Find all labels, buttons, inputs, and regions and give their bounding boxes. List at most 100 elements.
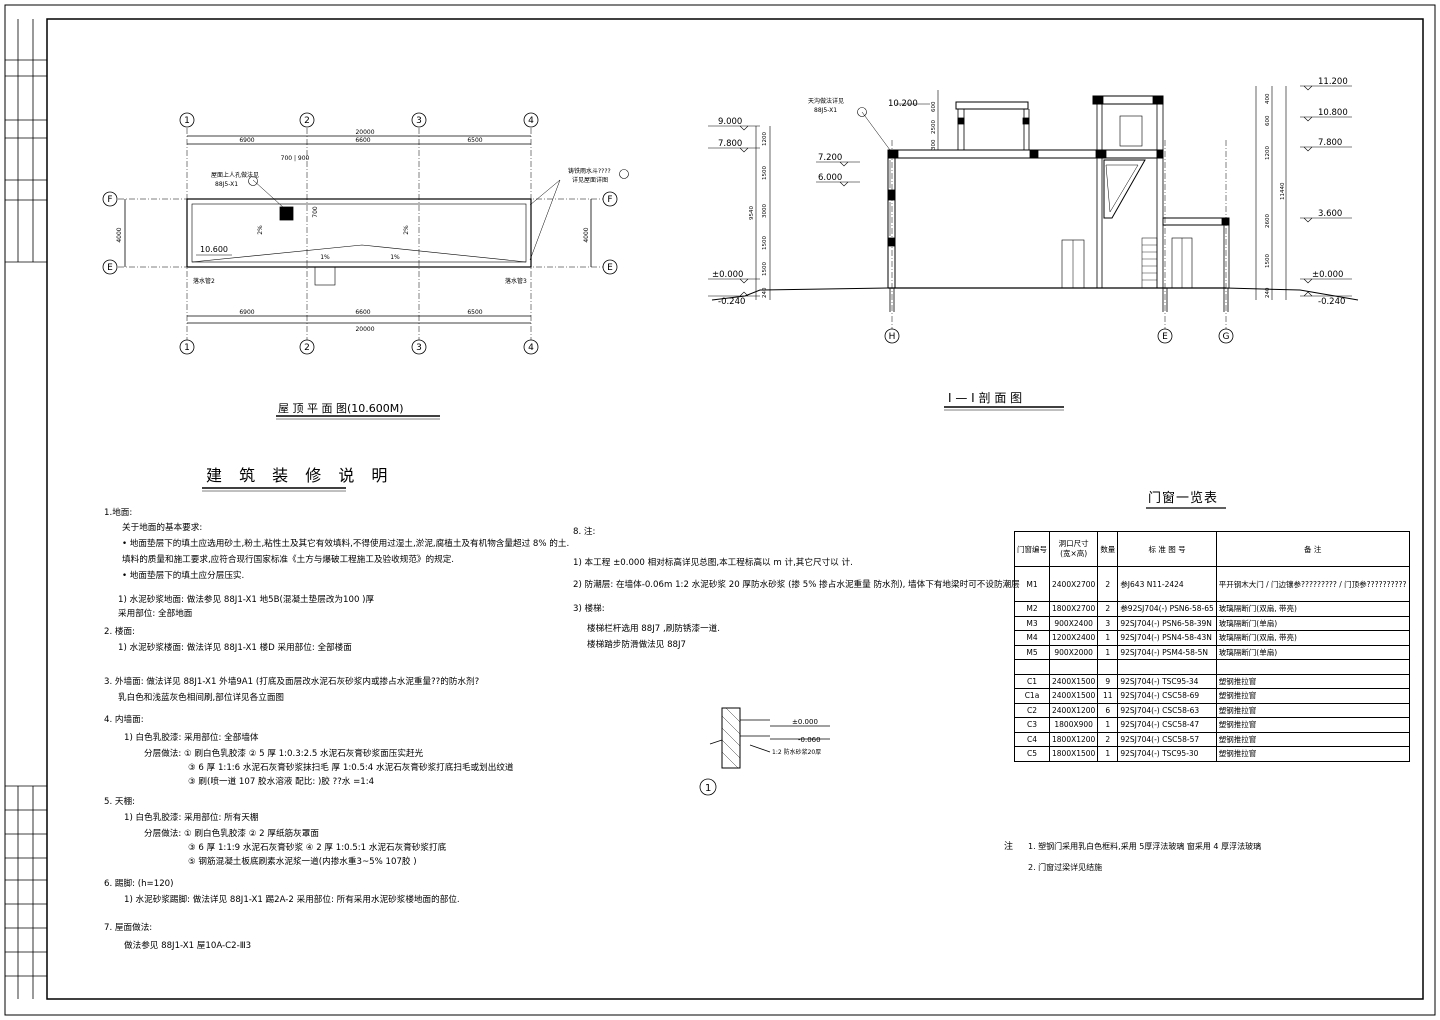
roof-hole-dims: 700 | 900 <box>281 155 310 162</box>
level-left-3: -0.240 <box>718 297 745 307</box>
door-note-1: 1. 塑钢门采用乳白色框料,采用 5厚浮法玻璃 窗采用 4 厚浮法玻璃 <box>1028 842 1262 851</box>
table-cell: 2 <box>1097 566 1119 602</box>
sec-dim-r4: 1500 <box>1265 254 1271 268</box>
table-cell: 1800X900 <box>1048 717 1099 733</box>
axis-top-3: 3 <box>416 116 422 126</box>
sec-dim-r0: 400 <box>1265 93 1271 104</box>
sec-dim-l3: 1500 <box>762 236 768 250</box>
table-cell: 900X2000 <box>1048 644 1099 660</box>
detail-label: 1 <box>705 783 711 794</box>
table-cell <box>1215 659 1410 675</box>
notes2-line: 1) 本工程 ±0.000 相对标高详见总图,本工程标高以 m 计,其它尺寸以 … <box>573 558 853 568</box>
table-cell: M4 <box>1014 630 1050 646</box>
axis-bottom-2: 2 <box>304 343 310 353</box>
notes-line: 5. 天棚: <box>104 797 136 807</box>
section-levels: 9.000 7.800 ±0.000 -0.240 10.200 7.200 6… <box>712 77 1348 307</box>
axis-left-e: E <box>107 263 113 273</box>
section-axis-labels: H E G <box>889 332 1230 342</box>
roof-dim-bottom-2: 6600 <box>355 309 370 316</box>
roof-label-right: 落水管3 <box>505 277 527 285</box>
table-cell: 塑钢推拉窗 <box>1215 688 1410 704</box>
table-cell: C1 <box>1014 673 1050 689</box>
table-header-cell: 洞口尺寸 (宽×高) <box>1048 531 1099 567</box>
table-cell: 玻璃隔断门(单扇) <box>1215 644 1410 660</box>
door-note-2: 2. 门窗过梁详见结施 <box>1028 863 1103 872</box>
level-left-2: ±0.000 <box>712 270 743 280</box>
table-header-cell: 备 注 <box>1215 531 1410 567</box>
sec-dim-m2: 300 <box>931 139 937 150</box>
sec-dim-m1: 2500 <box>931 120 937 134</box>
notes-line: 关于地面的基本要求: <box>122 523 203 533</box>
table-cell: 1200X2400 <box>1048 630 1099 646</box>
roof-slope-a: 2% <box>257 225 264 235</box>
notes-line: 1) 水泥砂浆踢脚: 做法详见 88J1-X1 踢2A-2 采用部位: 所有采用… <box>124 895 460 905</box>
detail-level-bottom: -0.060 <box>798 736 821 744</box>
sec-dim-l2: 3000 <box>762 204 768 218</box>
detail-1 <box>699 707 830 796</box>
table-cell: M1 <box>1014 566 1050 602</box>
table-cell: 92SJ704(-) TSC95-34 <box>1117 673 1217 689</box>
table-cell: 塑钢推拉窗 <box>1215 717 1410 733</box>
level-right-0: 11.200 <box>1318 77 1348 87</box>
roof-slope-b: 2% <box>403 225 410 235</box>
table-cell: 2400X1500 <box>1048 688 1099 704</box>
table-cell: 1 <box>1097 630 1119 646</box>
roof-dims: 20000 6900 6600 6500 6900 6600 6500 2000… <box>116 129 590 333</box>
sec-dim-r2: 1200 <box>1265 146 1271 160</box>
table-header-cell: 数量 <box>1097 531 1119 567</box>
axis-bottom-3: 3 <box>416 343 422 353</box>
level-right-1: 10.800 <box>1318 108 1348 118</box>
notes-line: 4. 内墙面: <box>104 715 144 725</box>
table-cell: 1800X1500 <box>1048 746 1099 762</box>
notes2-line: 8. 注: <box>573 527 596 537</box>
roof-dim-top-1: 6900 <box>239 137 254 144</box>
notes-line: 2. 楼面: <box>104 627 136 637</box>
level-right-5: -0.240 <box>1318 297 1345 307</box>
roof-plan <box>118 128 629 340</box>
section-axis-h: H <box>889 332 896 342</box>
detail-level-top: ±0.000 <box>792 718 818 726</box>
notes-line: 1) 白色乳胶漆: 采用部位: 所有天棚 <box>124 813 259 823</box>
table-cell: 1800X1200 <box>1048 731 1099 747</box>
notes-line: 填料的质量和施工要求,应符合现行国家标准《土方与爆破工程施工及验收规范》的规定. <box>122 555 455 565</box>
axis-top-4: 4 <box>528 116 534 126</box>
roof-mark-a: 1% <box>320 254 330 261</box>
table-cell: C3 <box>1014 717 1050 733</box>
notes-line: 做法参见 88J1-X1 屋10A-C2-Ⅲ3 <box>124 941 252 951</box>
roof-axis-labels: 1 2 3 4 1 2 3 4 F E F E <box>107 116 613 353</box>
level-mid-0: 10.200 <box>888 99 918 109</box>
roof-notes: 屋面上人孔做法见 88J5-X1 铸铁雨水斗???? 详见屋面详图 落水管2 落… <box>193 167 611 285</box>
notes-line: 1) 水泥砂浆楼面: 做法详见 88J1-X1 楼D 采用部位: 全部楼面 <box>118 643 352 653</box>
roof-side-dim-left: 4000 <box>116 227 123 242</box>
sec-dim-r1: 600 <box>1265 115 1271 126</box>
section-axis-g: G <box>1223 332 1230 342</box>
notes-line: 1) 水泥砂浆地面: 做法参见 88J1-X1 地5B(混凝土垫层改为100 )… <box>118 595 375 605</box>
table-cell: 92SJ704(-) PSM4-58-5N <box>1117 644 1217 660</box>
table-cell: 玻璃隔断门(单扇) <box>1215 615 1410 631</box>
sec-dim-r5: 240 <box>1265 287 1271 298</box>
table-cell: 92SJ704(-) CSC58-69 <box>1117 688 1217 704</box>
table-cell: 92SJ704(-) CSC58-63 <box>1117 702 1217 718</box>
axis-left-f: F <box>107 195 112 205</box>
sec-total-right: 11440 <box>1280 182 1286 200</box>
roof-dim-top-2: 6600 <box>355 137 370 144</box>
section-axis-bubbles <box>884 328 1234 344</box>
table-cell: M5 <box>1014 644 1050 660</box>
notes-line: 1.地面: <box>104 508 133 518</box>
level-mid-2: 6.000 <box>818 173 842 183</box>
notes-line: ③ 6 厚 1:1:6 水泥石灰膏砂浆抹扫毛 厚 1:0.5:4 水泥石灰膏砂浆… <box>188 763 514 773</box>
section-dims: 1200 1500 3000 1500 1500 240 9540 600 25… <box>749 93 1286 298</box>
table-cell: 900X2400 <box>1048 615 1099 631</box>
inner-frame <box>46 18 1424 1000</box>
table-cell <box>1014 659 1050 675</box>
notes-line: 6. 踢脚: (h=120) <box>104 879 174 889</box>
axis-right-f: F <box>607 195 612 205</box>
table-cell: M3 <box>1014 615 1050 631</box>
table-cell: 玻璃隔断门(双扇, 带亮) <box>1215 630 1410 646</box>
notes-line: • 地面垫层下的填土应选用砂土,粉土,粘性土及其它有效填料,不得使用过湿土,淤泥… <box>122 539 570 549</box>
